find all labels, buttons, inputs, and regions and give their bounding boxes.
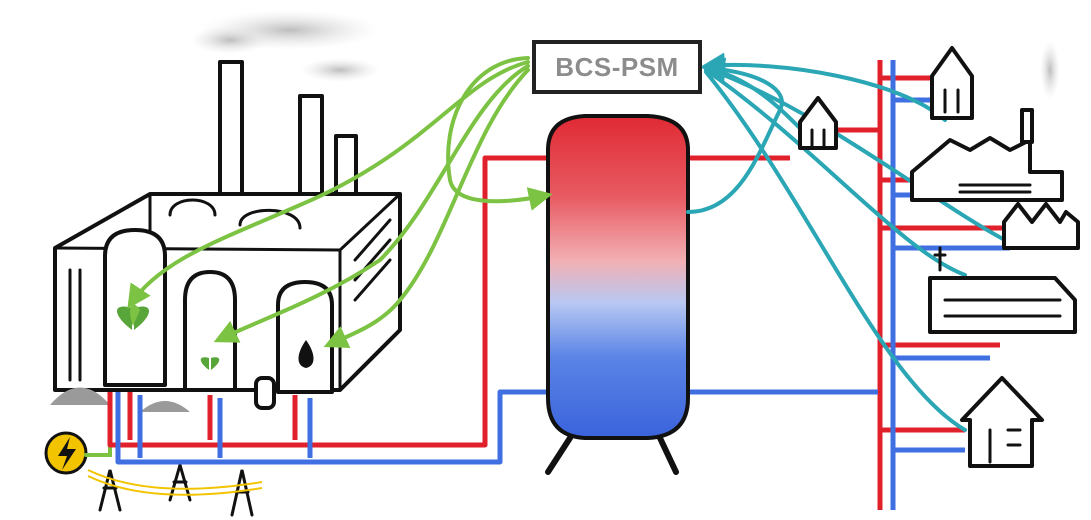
controller-label: BCS-PSM (555, 51, 679, 82)
coal-pile-icon (50, 387, 190, 412)
leaf-icon (117, 304, 149, 330)
lightning-bolt-icon (44, 431, 88, 475)
transmission-tower-icon (87, 459, 263, 517)
control-line-plant (127, 56, 553, 348)
power-plant-icon (53, 60, 402, 394)
storage-tank-icon (545, 114, 690, 475)
office-building-icon (928, 246, 1077, 334)
oil-drop-icon (298, 340, 314, 368)
house-icon (798, 96, 838, 150)
leaf-icon (200, 357, 220, 370)
smoke-icon (190, 10, 1060, 100)
gas-bottle-icon (254, 376, 276, 410)
row-houses-icon (1002, 202, 1080, 250)
cold-return-pipe (115, 389, 548, 465)
church-icon (930, 46, 974, 120)
factory-icon (910, 108, 1064, 202)
hot-supply-pipe (107, 155, 548, 448)
house-icon (960, 376, 1044, 468)
bcs-psm-controller-box: BCS-PSM (532, 40, 702, 94)
